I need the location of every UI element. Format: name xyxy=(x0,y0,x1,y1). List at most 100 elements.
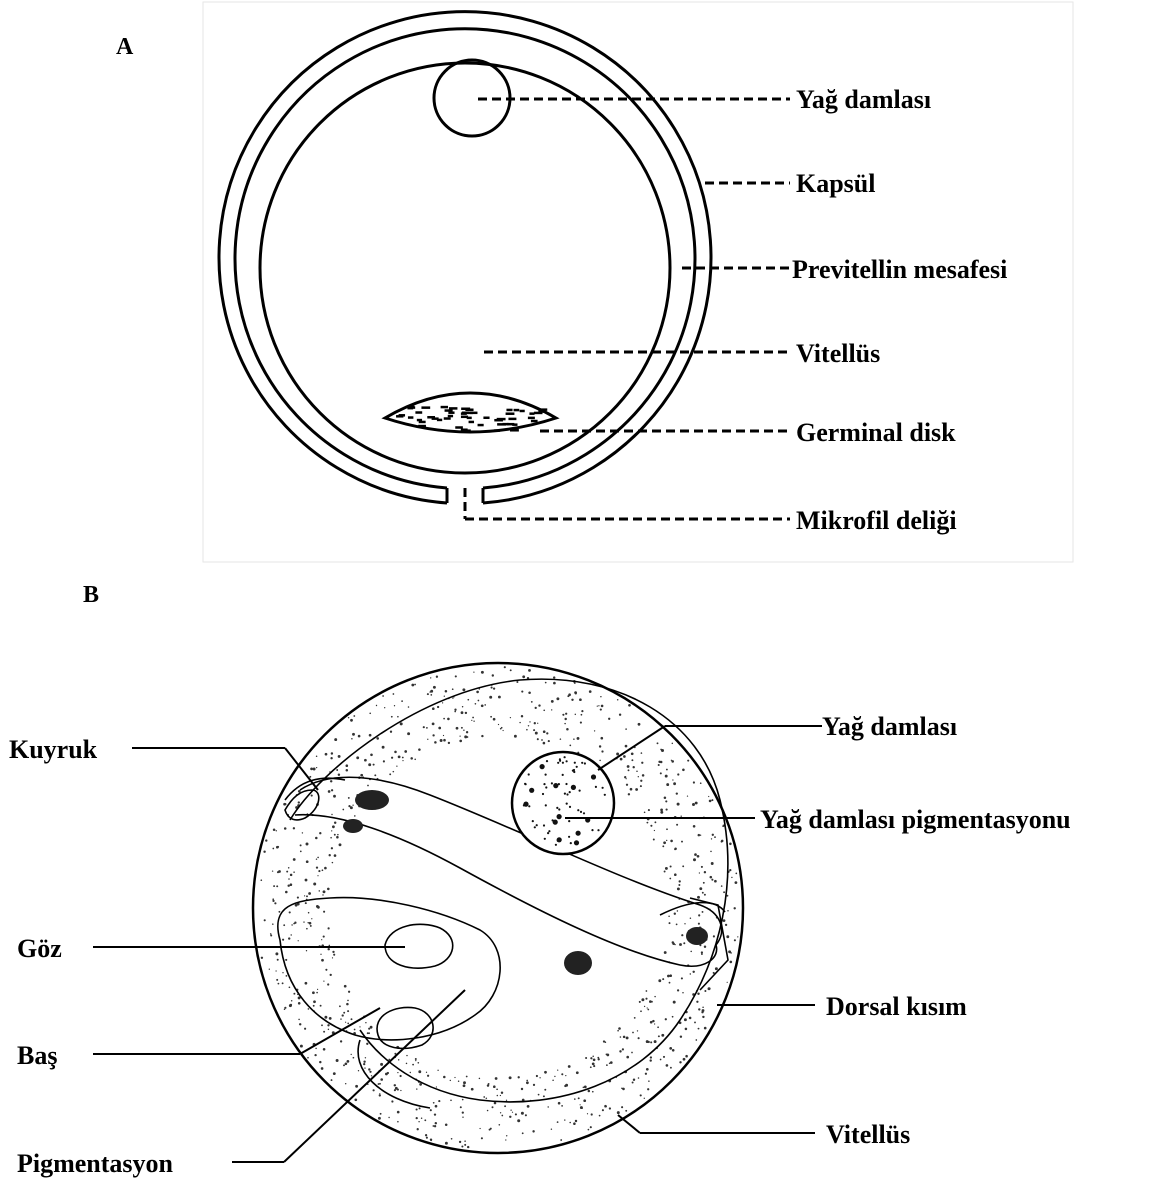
stipple-dot xyxy=(685,1028,688,1031)
stipple-dot xyxy=(282,972,283,973)
stipple-dot xyxy=(288,867,290,869)
stipple-dot xyxy=(590,1057,592,1059)
stipple-dot xyxy=(373,764,375,766)
stipple-dot xyxy=(454,1077,455,1078)
stipple-dot xyxy=(681,934,683,936)
stipple-dot xyxy=(272,898,274,900)
stipple-dot xyxy=(628,793,630,795)
stipple-dot xyxy=(608,718,610,720)
stipple-dot xyxy=(486,1098,488,1100)
leader-yag-damlasi-b-d xyxy=(598,726,665,770)
stipple-dot xyxy=(669,878,671,880)
label-goz: Göz xyxy=(17,934,62,963)
stipple-dot xyxy=(368,1068,370,1070)
stipple-dot xyxy=(290,874,293,877)
stipple-dot xyxy=(410,1072,411,1073)
stipple-dot xyxy=(283,924,285,926)
stipple-dot xyxy=(430,694,432,696)
stipple-dot xyxy=(593,1065,595,1067)
stipple-dot xyxy=(647,1088,649,1090)
stipple-dot xyxy=(397,1111,400,1114)
stipple-dot xyxy=(306,860,309,863)
stipple-dot xyxy=(390,731,392,733)
stipple-dot xyxy=(694,1021,696,1023)
stipple-dot xyxy=(606,1106,607,1107)
stipple-dot xyxy=(436,1086,437,1087)
stipple-dot xyxy=(697,896,700,899)
stipple-dot xyxy=(347,1060,350,1063)
stipple-dot xyxy=(329,1017,332,1020)
stipple-dot xyxy=(347,1023,349,1025)
stipple-dot xyxy=(369,713,371,715)
stipple-dot xyxy=(462,688,465,691)
panel-b-letter: B xyxy=(83,582,99,608)
stipple-dot xyxy=(620,758,623,761)
stipple-dot xyxy=(578,1097,580,1099)
stipple-dot xyxy=(424,1119,426,1121)
stipple-dot xyxy=(674,848,676,850)
stipple-dot xyxy=(702,1016,704,1018)
stipple-dot xyxy=(506,1135,507,1136)
stipple-dot xyxy=(617,1111,620,1114)
stipple-dot xyxy=(697,855,700,858)
stipple-dot xyxy=(274,902,276,904)
oil-pigment-spot xyxy=(546,760,548,762)
stipple-dot xyxy=(735,873,737,875)
stipple-dot xyxy=(515,1113,517,1115)
stipple-dot xyxy=(726,935,729,938)
stipple-dot xyxy=(464,1144,466,1146)
stipple-dot xyxy=(500,1112,501,1113)
stipple-dot xyxy=(347,1010,349,1012)
stipple-dot xyxy=(305,879,308,882)
stipple-dot xyxy=(367,785,369,787)
oil-pigment-spot xyxy=(543,824,545,826)
stipple-dot xyxy=(728,950,731,953)
stipple-dot xyxy=(478,700,480,702)
stipple-dot xyxy=(325,969,327,971)
stipple-dot xyxy=(630,788,633,791)
stipple-dot xyxy=(393,693,395,695)
stipple-dot xyxy=(345,1083,346,1084)
stipple-dot xyxy=(336,1059,339,1062)
stipple-dot xyxy=(415,1058,417,1060)
stipple-dot xyxy=(638,723,641,726)
stipple-dot xyxy=(331,789,333,791)
germinal-dot xyxy=(448,415,453,418)
stipple-dot xyxy=(526,1081,529,1084)
stipple-dot xyxy=(644,1006,645,1007)
stipple-dot xyxy=(290,1004,292,1006)
stipple-dot xyxy=(606,1054,609,1057)
stipple-dot xyxy=(414,759,416,761)
stipple-dot xyxy=(711,879,713,881)
stipple-dot xyxy=(698,1008,700,1010)
stipple-dot xyxy=(462,1111,464,1113)
stipple-dot xyxy=(471,720,472,721)
stipple-dot xyxy=(340,1018,341,1019)
stipple-dot xyxy=(695,1039,697,1041)
stipple-dot xyxy=(488,1083,490,1085)
stipple-dot xyxy=(660,761,663,764)
stipple-dot xyxy=(351,1054,352,1055)
stipple-dot xyxy=(343,1064,345,1066)
stipple-dot xyxy=(677,773,679,775)
stipple-dot xyxy=(660,772,662,774)
stipple-dot xyxy=(427,693,429,695)
stipple-dot xyxy=(574,691,577,694)
egg-capsule-b xyxy=(253,663,743,1153)
stipple-dot xyxy=(689,1017,692,1020)
stipple-dot xyxy=(610,1061,613,1064)
stipple-dot xyxy=(639,1001,641,1003)
oil-pigment-spot xyxy=(602,787,604,789)
label-germinal-disk: Germinal disk xyxy=(796,418,956,447)
germinal-dot xyxy=(415,411,422,414)
stipple-dot xyxy=(618,1027,621,1030)
oil-pigment-spot xyxy=(534,826,536,828)
stipple-dot xyxy=(543,742,546,745)
stipple-dot xyxy=(506,1100,507,1101)
stipple-dot xyxy=(323,980,324,981)
stipple-dot xyxy=(305,982,308,985)
stipple-dot xyxy=(438,727,441,730)
stipple-dot xyxy=(652,1020,654,1022)
stipple-dot xyxy=(352,805,353,806)
stipple-dot xyxy=(340,1040,342,1042)
